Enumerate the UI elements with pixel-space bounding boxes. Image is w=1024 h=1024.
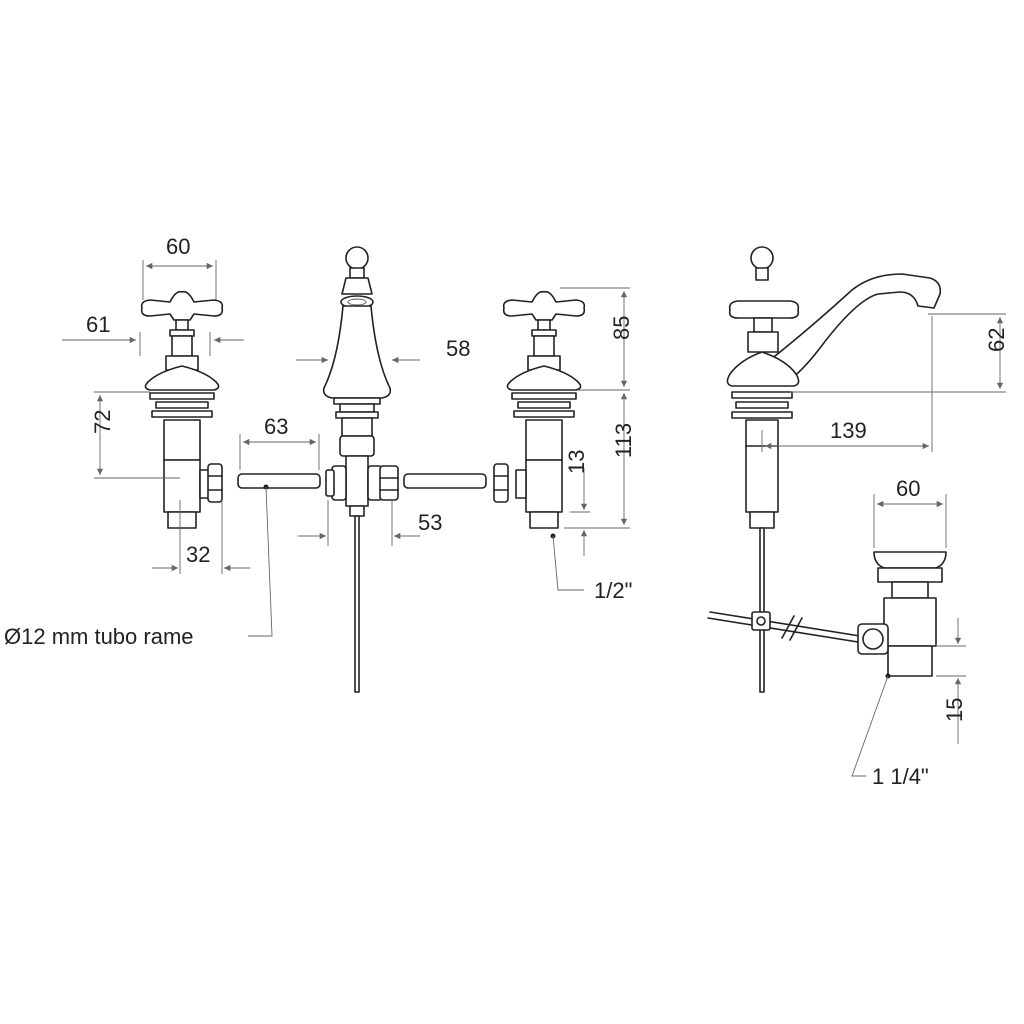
dim-left-valve-outlet: 32 <box>186 542 210 567</box>
left-valve <box>140 290 224 529</box>
dim-waste-depth: 15 <box>942 698 967 722</box>
dim-right-valve-top: 85 <box>609 316 634 340</box>
dim-left-valve-handle: 61 <box>86 312 110 337</box>
right-valve <box>493 290 586 539</box>
center-spout <box>322 246 399 693</box>
waste-assembly <box>857 551 947 679</box>
copper-pipes <box>237 473 487 490</box>
dim-spout-height: 62 <box>984 328 1009 352</box>
dim-spout-body: 58 <box>446 336 470 361</box>
dim-spout-reach: 139 <box>830 418 867 443</box>
dim-left-valve-width: 60 <box>166 234 190 259</box>
valve-thread-label: 1/2" <box>594 578 632 603</box>
dimension-lines <box>62 260 1006 777</box>
dim-right-valve-inlet: 13 <box>564 450 589 474</box>
dim-left-valve-height: 72 <box>90 410 115 434</box>
dim-waste-width: 60 <box>896 476 920 501</box>
side-view-tap <box>707 246 942 693</box>
pipe-note: Ø12 mm tubo rame <box>4 624 194 649</box>
dim-right-valve-body: 113 <box>611 423 636 458</box>
dim-spout-connector: 53 <box>418 510 442 535</box>
dim-pipe-length: 63 <box>264 414 288 439</box>
dimension-labels: 60 61 72 32 63 Ø12 mm tubo rame 58 53 85… <box>4 234 1009 789</box>
waste-thread-label: 1 1/4" <box>872 764 929 789</box>
